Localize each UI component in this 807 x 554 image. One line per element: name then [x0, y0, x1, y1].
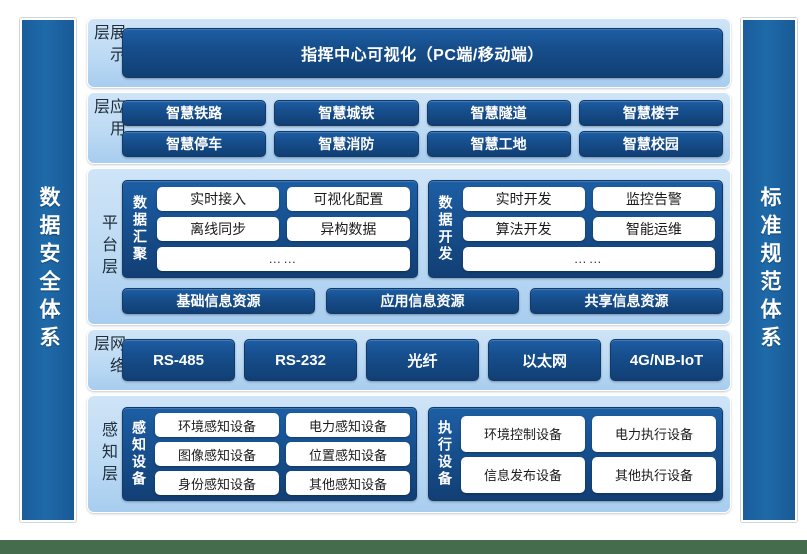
app-tile-smart-railway[interactable]: 智慧铁路: [122, 99, 267, 126]
network-tile-rs232[interactable]: RS-232: [244, 339, 357, 381]
perception-actuator-row-2: 信息发布设备 其他执行设备: [461, 456, 716, 493]
right-side-bar-standards[interactable]: 标准规范体系: [741, 18, 797, 522]
app-tile-smart-firefighting[interactable]: 智慧消防: [274, 130, 419, 157]
layer-network-body: RS-485 RS-232 光纤 以太网 4G/NB-IoT: [122, 335, 723, 385]
architecture-diagram: 数据安全体系 展示层 指挥中心可视化（PC端/移动端） 应用层: [20, 18, 797, 522]
left-side-bar-label: 数据安全体系: [37, 186, 61, 354]
actuator-tile-power-execution[interactable]: 电力执行设备: [592, 415, 716, 452]
layer-network-label-wrap: 网络层: [91, 335, 124, 385]
platform-cell-offline-sync[interactable]: 离线同步: [157, 216, 280, 241]
platform-cell-visual-config[interactable]: 可视化配置: [287, 186, 410, 211]
platform-group-data-development-label: 数据开发: [437, 194, 454, 263]
platform-cell-intelligent-ops[interactable]: 智能运维: [592, 216, 715, 241]
platform-group-data-development: 数据开发 实时开发 监控告警 算法开发 智能运维: [427, 179, 723, 278]
perception-actuator-row-1: 环境控制设备 电力执行设备: [461, 415, 716, 452]
layer-perception: 感知层 感知设备 环境感知设备 电力感知设备: [87, 395, 731, 513]
actuator-tile-information-release[interactable]: 信息发布设备: [461, 456, 585, 493]
platform-resource-bar: 基础信息资源 应用信息资源 共享信息资源: [122, 287, 723, 314]
platform-group-data-development-label-wrap: 数据开发: [436, 187, 456, 271]
right-side-bar-label: 标准规范体系: [758, 186, 782, 354]
perception-group-actuator-label-wrap: 执行设备: [435, 413, 455, 495]
layer-display-label-wrap: 展示层: [91, 24, 124, 82]
resource-tile-application-information[interactable]: 应用信息资源: [326, 287, 519, 314]
platform-group-data-aggregation-label-wrap: 数据汇聚: [130, 187, 150, 271]
resource-tile-basic-information[interactable]: 基础信息资源: [122, 287, 315, 314]
perception-group-actuator-label: 执行设备: [437, 420, 453, 488]
platform-groups: 数据汇聚 实时接入 可视化配置 离线同步 异构数据: [122, 179, 723, 278]
perception-group-sensing-label: 感知设备: [131, 420, 147, 488]
resource-tile-shared-information[interactable]: 共享信息资源: [530, 287, 723, 314]
app-tile-smart-campus[interactable]: 智慧校园: [578, 130, 723, 157]
layer-application-label: 应用层: [91, 98, 124, 142]
platform-cell-heterogeneous-data[interactable]: 异构数据: [287, 216, 410, 241]
diagram-canvas: 数据安全体系 展示层 指挥中心可视化（PC端/移动端） 应用层: [0, 0, 807, 540]
actuator-tile-other-execution[interactable]: 其他执行设备: [592, 456, 716, 493]
network-tile-optical-fiber[interactable]: 光纤: [366, 339, 479, 381]
platform-group-data-aggregation-cells: 实时接入 可视化配置 离线同步 异构数据 ……: [157, 186, 410, 271]
network-tile-4g-nbiot[interactable]: 4G/NB-IoT: [610, 339, 723, 381]
layer-application: 应用层 智慧铁路 智慧城铁 智慧隧道 智慧楼宇 智慧停车 智慧消防 智慧工地 智…: [87, 92, 731, 164]
layer-application-label-wrap: 应用层: [91, 98, 124, 158]
layer-perception-label: 感知层: [99, 421, 116, 487]
display-banner[interactable]: 指挥中心可视化（PC端/移动端）: [122, 28, 723, 78]
app-tile-smart-building[interactable]: 智慧楼宇: [578, 99, 723, 126]
actuator-tile-environment-control[interactable]: 环境控制设备: [461, 415, 585, 452]
layer-display: 展示层 指挥中心可视化（PC端/移动端）: [87, 18, 731, 88]
perception-group-sensing-devices: 感知设备 环境感知设备 电力感知设备 图像感知设备 位置感知设备: [122, 407, 417, 501]
network-tile-rs485[interactable]: RS-485: [122, 339, 235, 381]
application-row-1: 智慧铁路 智慧城铁 智慧隧道 智慧楼宇: [122, 99, 723, 126]
platform-cell-aggregation-more[interactable]: ……: [157, 246, 410, 271]
platform-cell-realtime-ingest[interactable]: 实时接入: [157, 186, 280, 211]
app-tile-smart-metro[interactable]: 智慧城铁: [274, 99, 419, 126]
platform-group-data-aggregation: 数据汇聚 实时接入 可视化配置 离线同步 异构数据: [122, 179, 418, 278]
layer-perception-body: 感知设备 环境感知设备 电力感知设备 图像感知设备 位置感知设备: [122, 401, 723, 507]
left-side-bar-data-security[interactable]: 数据安全体系: [20, 18, 76, 522]
platform-cell-realtime-development[interactable]: 实时开发: [462, 186, 585, 211]
layer-application-body: 智慧铁路 智慧城铁 智慧隧道 智慧楼宇 智慧停车 智慧消防 智慧工地 智慧校园: [122, 98, 723, 158]
platform-development-row-2: 算法开发 智能运维: [462, 216, 715, 241]
platform-cell-algorithm-development[interactable]: 算法开发: [462, 216, 585, 241]
application-row-2: 智慧停车 智慧消防 智慧工地 智慧校园: [122, 130, 723, 157]
perception-sensing-row-3: 身份感知设备 其他感知设备: [155, 471, 410, 495]
layer-platform-label-wrap: 平台层: [92, 174, 122, 319]
perception-sensing-row-2: 图像感知设备 位置感知设备: [155, 442, 410, 466]
platform-cell-development-more[interactable]: ……: [462, 246, 715, 271]
platform-group-data-development-cells: 实时开发 监控告警 算法开发 智能运维 ……: [462, 186, 715, 271]
layer-network-label: 网络层: [91, 335, 124, 379]
layer-stack: 展示层 指挥中心可视化（PC端/移动端） 应用层 智慧铁路 智慧城铁 智慧隧道 …: [87, 18, 731, 522]
layer-display-label: 展示层: [91, 24, 124, 68]
sensor-tile-power[interactable]: 电力感知设备: [286, 413, 410, 437]
sensor-tile-environment[interactable]: 环境感知设备: [155, 413, 279, 437]
layer-platform-body: 数据汇聚 实时接入 可视化配置 离线同步 异构数据: [122, 174, 723, 319]
sensor-tile-position[interactable]: 位置感知设备: [286, 442, 410, 466]
perception-groups: 感知设备 环境感知设备 电力感知设备 图像感知设备 位置感知设备: [122, 407, 723, 501]
platform-aggregation-row-1: 实时接入 可视化配置: [157, 186, 410, 211]
platform-cell-monitoring-alarm[interactable]: 监控告警: [592, 186, 715, 211]
layer-network: 网络层 RS-485 RS-232 光纤 以太网 4G/NB-IoT: [87, 329, 731, 391]
app-tile-smart-construction-site[interactable]: 智慧工地: [426, 130, 571, 157]
app-tile-smart-parking[interactable]: 智慧停车: [122, 130, 267, 157]
network-tile-ethernet[interactable]: 以太网: [488, 339, 601, 381]
app-tile-smart-tunnel[interactable]: 智慧隧道: [426, 99, 571, 126]
perception-group-sensing-label-wrap: 感知设备: [129, 413, 149, 495]
sensor-tile-other[interactable]: 其他感知设备: [286, 471, 410, 495]
layer-platform: 平台层 数据汇聚 实时接入 可视化配置: [87, 168, 731, 325]
perception-sensing-row-1: 环境感知设备 电力感知设备: [155, 413, 410, 437]
layer-perception-label-wrap: 感知层: [92, 401, 122, 507]
layer-platform-label: 平台层: [99, 213, 116, 280]
layer-display-body: 指挥中心可视化（PC端/移动端）: [122, 24, 723, 82]
network-items: RS-485 RS-232 光纤 以太网 4G/NB-IoT: [122, 339, 723, 381]
platform-group-data-aggregation-label: 数据汇聚: [132, 194, 148, 263]
platform-aggregation-row-2: 离线同步 异构数据: [157, 216, 410, 241]
platform-development-row-1: 实时开发 监控告警: [462, 186, 715, 211]
perception-actuator-cells: 环境控制设备 电力执行设备 信息发布设备 其他执行设备: [461, 413, 716, 495]
perception-group-actuator-devices: 执行设备 环境控制设备 电力执行设备 信息发布设备 其他执行设备: [428, 407, 723, 501]
sensor-tile-image[interactable]: 图像感知设备: [155, 442, 279, 466]
perception-sensing-cells: 环境感知设备 电力感知设备 图像感知设备 位置感知设备 身份感知设备 其他感知设…: [155, 413, 410, 495]
sensor-tile-identity[interactable]: 身份感知设备: [155, 471, 279, 495]
